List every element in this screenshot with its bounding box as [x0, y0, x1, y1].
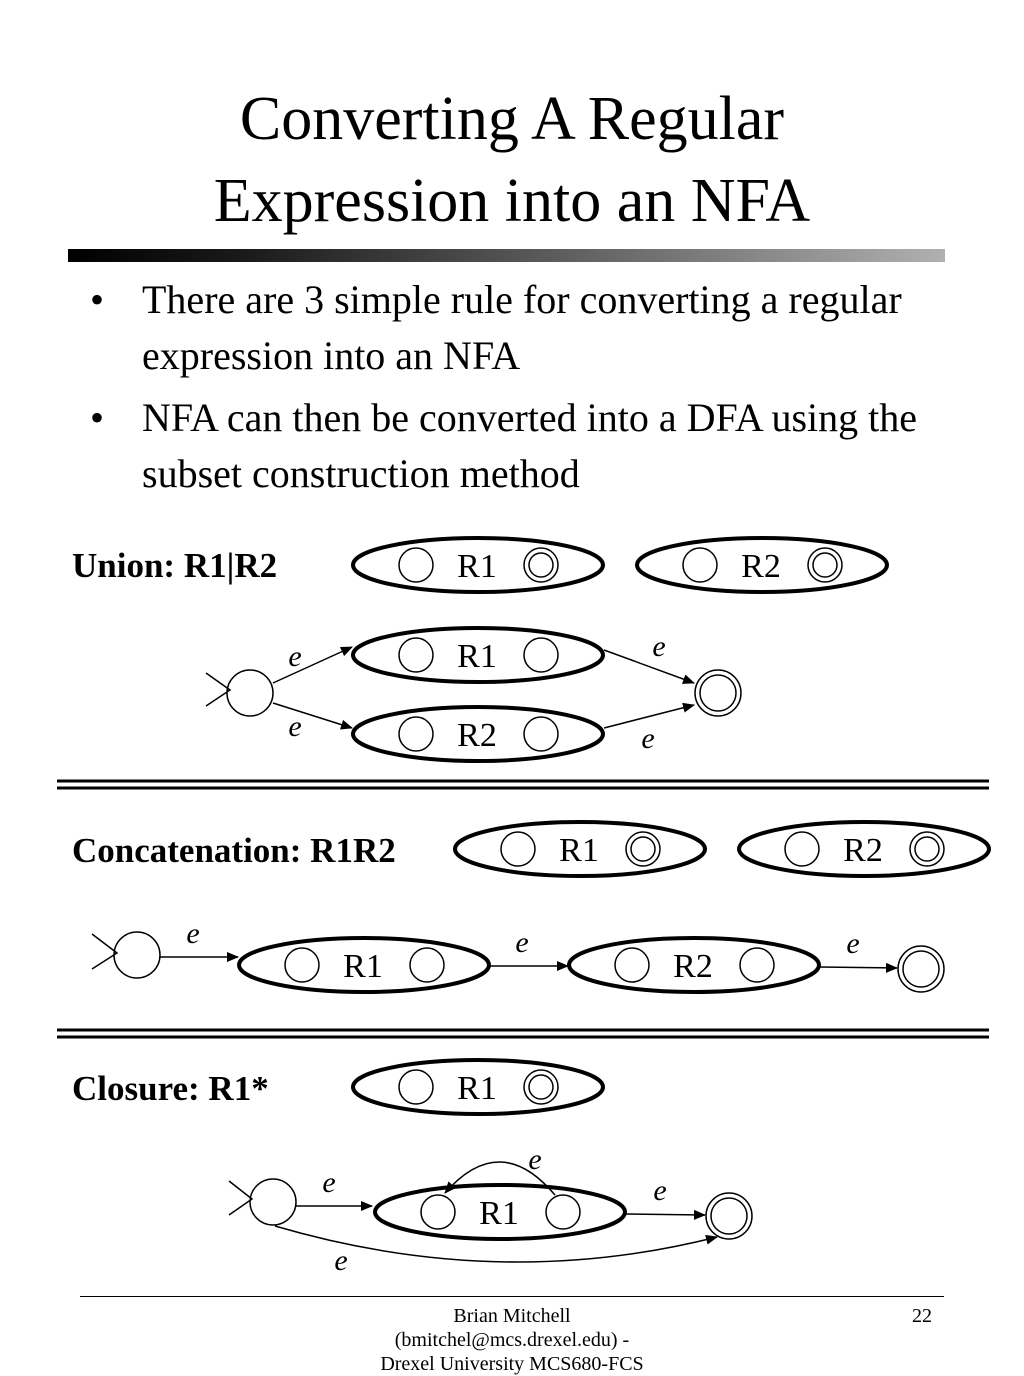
closure-r1-machine: R1 [351, 1058, 605, 1116]
union-r1-text: R1 [457, 638, 497, 675]
concat-r1-text: R1 [559, 832, 599, 869]
footer-line-3: Drexel University MCS680-FCS [380, 1353, 644, 1375]
title-line-1: Converting A Regular [239, 85, 785, 153]
concat-r1-text: R1 [343, 948, 383, 985]
closure-result-nfa: R1 e e e e [228, 1143, 753, 1277]
epsilon-label: e [846, 927, 859, 960]
section-divider [57, 779, 989, 790]
bullet-list: • There are 3 simple rule for converting… [90, 272, 970, 508]
concat-result-nfa: R1 R2 e e e [91, 917, 945, 994]
epsilon-label: e [334, 1244, 347, 1277]
footer-line-2: (bmitchel@mcs.drexel.edu) - [394, 1329, 630, 1351]
union-r1-machine: R1 [351, 536, 605, 594]
concat-r1-machine: R1 [453, 820, 707, 878]
concat-r2-text: R2 [673, 948, 713, 985]
bullet-text: NFA can then be converted into a DFA usi… [142, 395, 918, 496]
epsilon-label: e [528, 1143, 541, 1176]
footer-divider [80, 1296, 944, 1297]
bullet-symbol: • [90, 277, 105, 322]
union-result-nfa: R1 R2 e e e e [205, 626, 742, 763]
union-r1-text: R1 [457, 548, 497, 585]
epsilon-label: e [641, 722, 654, 755]
slide-title: Converting A Regular Expression into an … [0, 78, 1024, 242]
epsilon-label: e [288, 710, 301, 743]
epsilon-label: e [652, 630, 665, 663]
footer-author: Brian Mitchell (bmitchel@mcs.drexel.edu)… [310, 1304, 714, 1376]
bullet-text: There are 3 simple rule for converting a… [142, 277, 902, 378]
epsilon-label: e [322, 1166, 335, 1199]
footer-line-1: Brian Mitchell [453, 1305, 571, 1327]
bullet-item-1: • There are 3 simple rule for converting… [90, 272, 970, 384]
closure-r1-text: R1 [479, 1195, 519, 1232]
section-divider [57, 1028, 989, 1039]
concatenation-label: Concatenation: R1R2 [72, 831, 396, 870]
closure-label: Closure: R1* [72, 1069, 269, 1108]
page-number: 22 [912, 1305, 932, 1327]
union-r2-machine: R2 [635, 536, 889, 594]
title-underline-bar [68, 249, 945, 262]
epsilon-label: e [515, 926, 528, 959]
concat-r2-text: R2 [843, 832, 883, 869]
title-line-2: Expression into an NFA [213, 167, 811, 235]
union-r2-text: R2 [741, 548, 781, 585]
closure-r1-text: R1 [457, 1070, 497, 1107]
union-r2-text: R2 [457, 717, 497, 754]
epsilon-label: e [288, 640, 301, 673]
union-label: Union: R1|R2 [72, 546, 278, 585]
epsilon-label: e [186, 917, 199, 950]
concat-r2-machine: R2 [737, 820, 991, 878]
epsilon-label: e [653, 1174, 666, 1207]
bullet-symbol: • [90, 395, 105, 440]
bullet-item-2: • NFA can then be converted into a DFA u… [90, 390, 970, 502]
